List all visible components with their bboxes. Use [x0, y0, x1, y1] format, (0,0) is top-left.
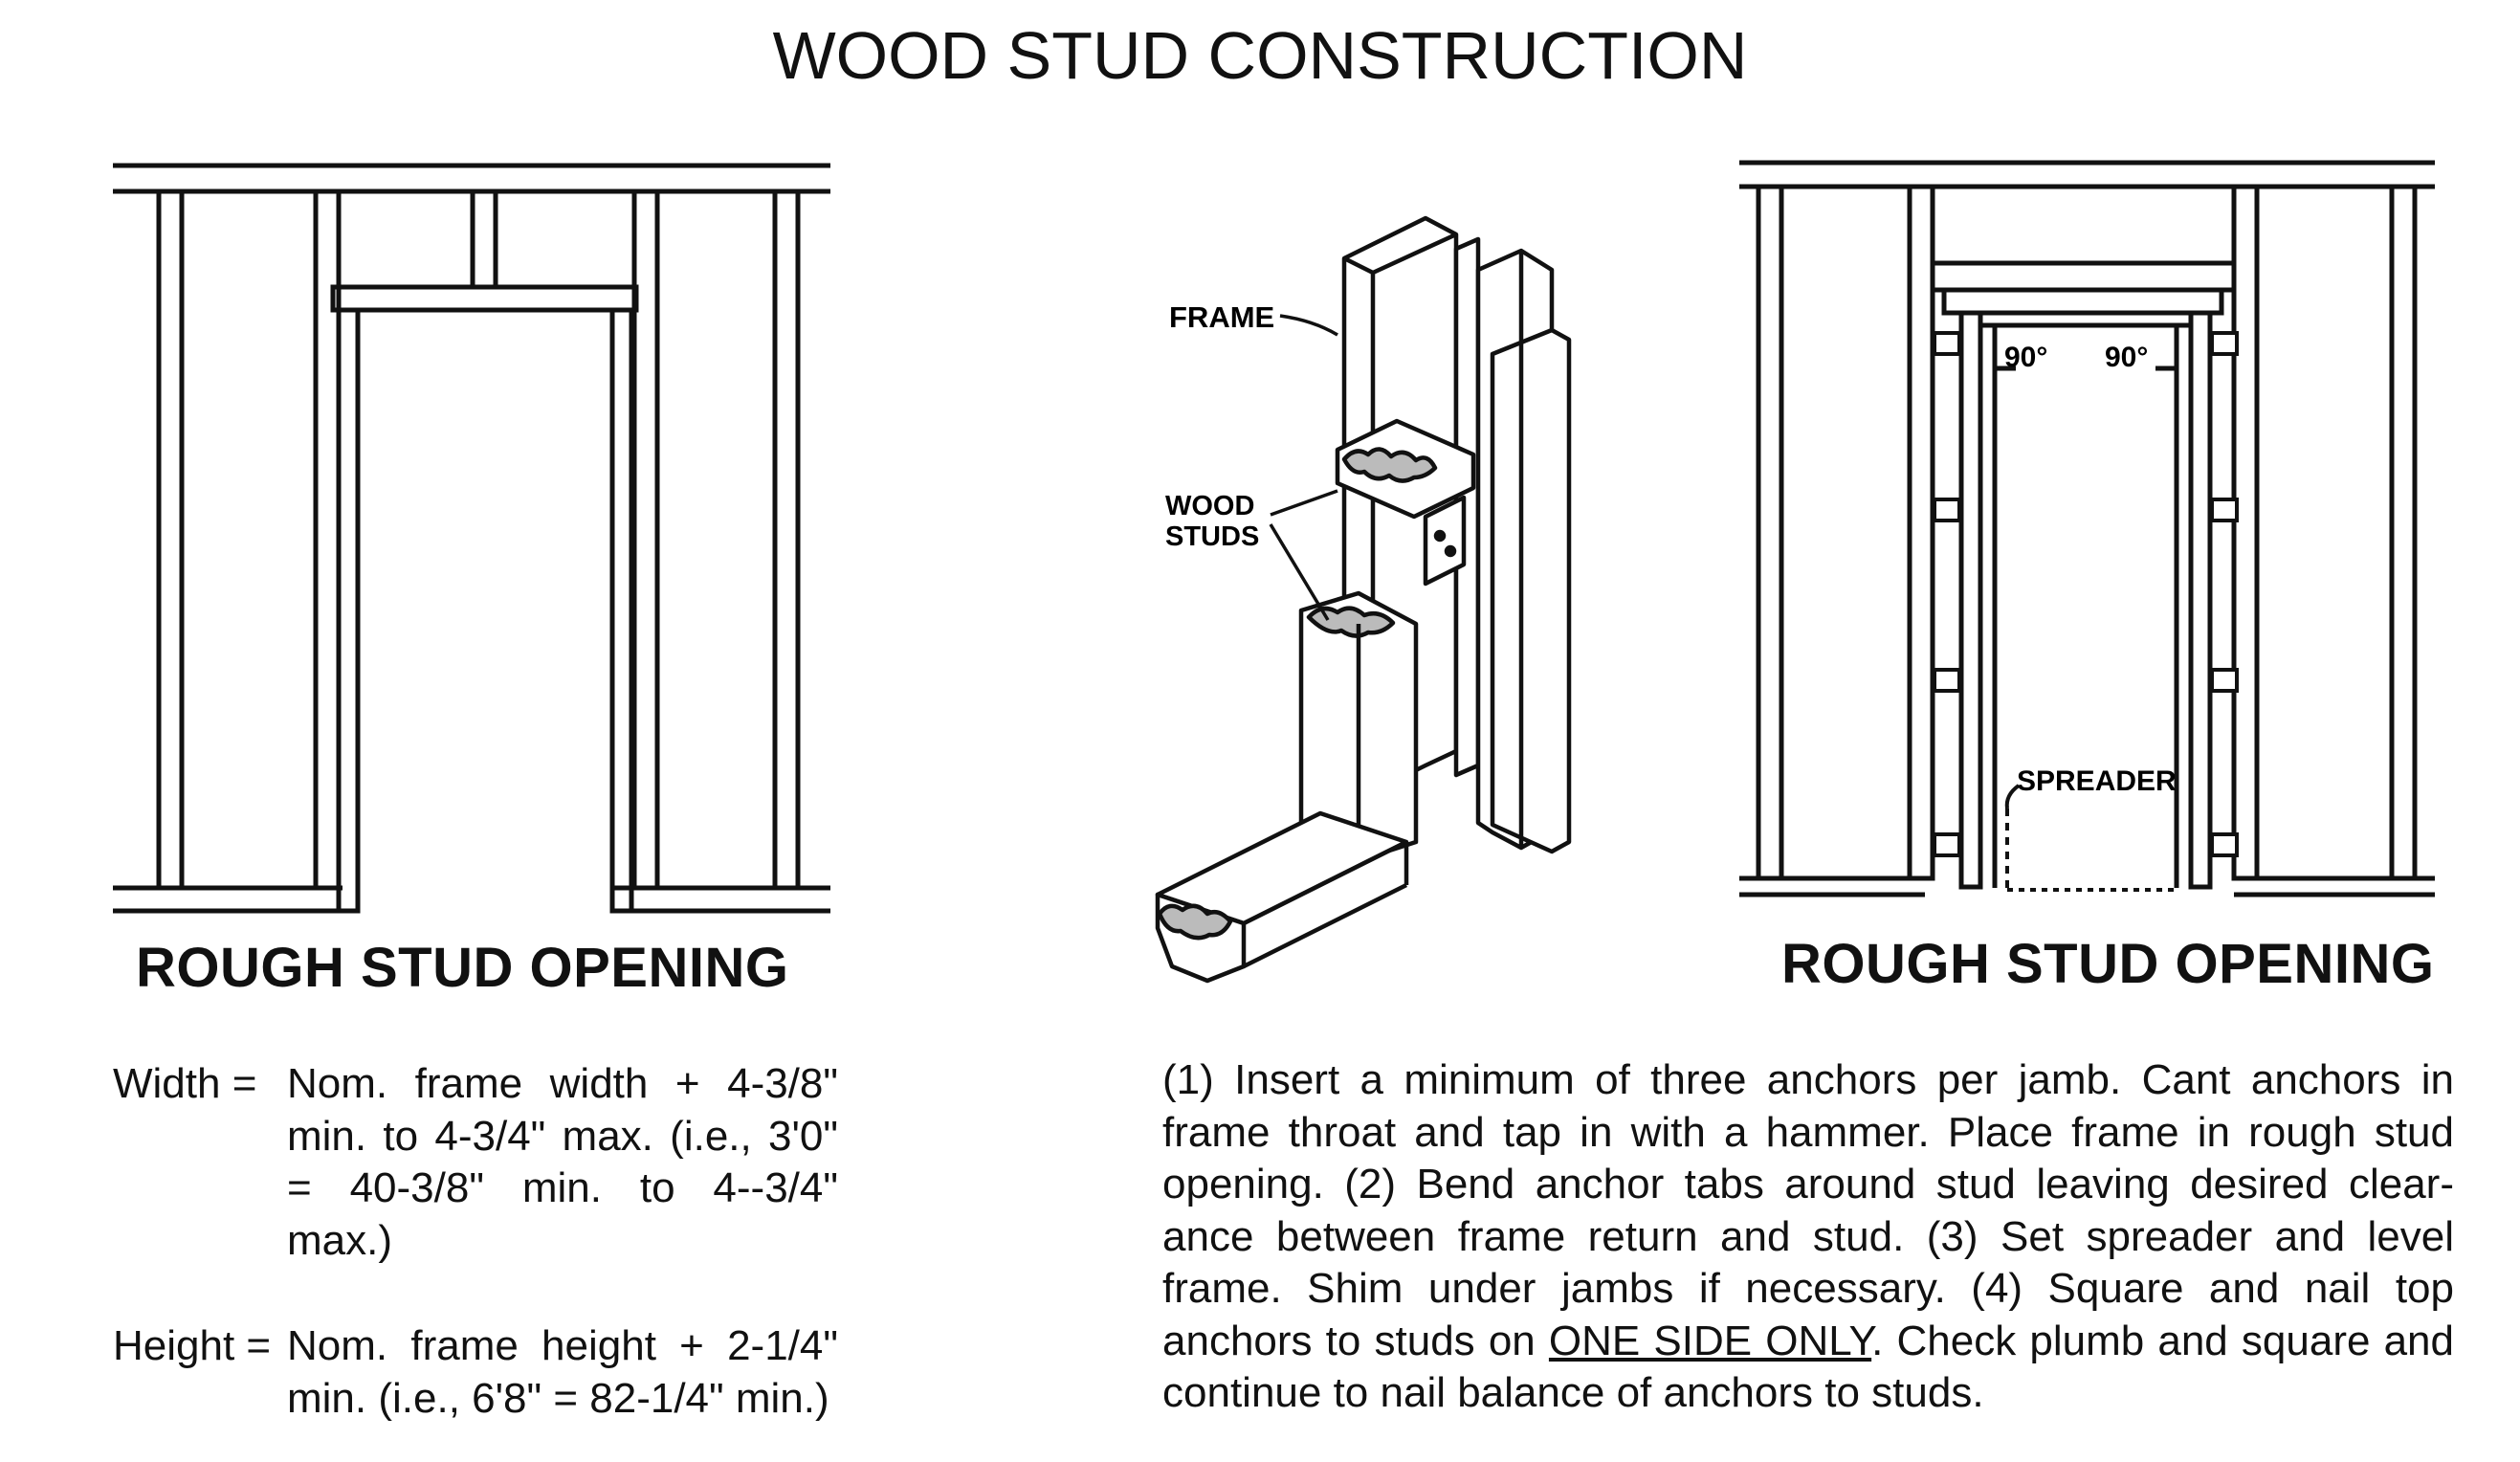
- instructions-part-1: (1) Insert a minimum of three anchors pe…: [1162, 1056, 2454, 1364]
- height-label: Height =: [113, 1322, 272, 1369]
- left-figure-caption: ROUGH STUD OPENING: [136, 937, 789, 999]
- label-frame: FRAME: [1169, 300, 1274, 334]
- width-text: Nom. frame width + 4-3/8" min. to 4-3/4"…: [287, 1060, 838, 1264]
- width-label: Width =: [113, 1060, 257, 1107]
- label-spreader: SPREADER: [2017, 765, 2177, 797]
- angle-label-right: 90°: [2105, 342, 2148, 373]
- label-wood: WOOD: [1165, 491, 1254, 521]
- installation-instructions: (1) Insert a minimum of three anchors pe…: [1162, 1054, 2454, 1420]
- instructions-part-2: . Check plumb and square and continue to…: [1162, 1317, 2454, 1417]
- label-studs: STUDS: [1165, 521, 1259, 552]
- instructions-emphasis: ONE SIDE ONLY: [1548, 1317, 1872, 1364]
- angle-label-left: 90°: [2004, 342, 2047, 373]
- right-figure-caption: ROUGH STUD OPENING: [1781, 933, 2435, 995]
- page-title: WOOD STUD CONSTRUCTION: [772, 18, 1748, 93]
- height-text: Nom. frame height + 2-1/4" min. (i.e., 6…: [287, 1322, 838, 1422]
